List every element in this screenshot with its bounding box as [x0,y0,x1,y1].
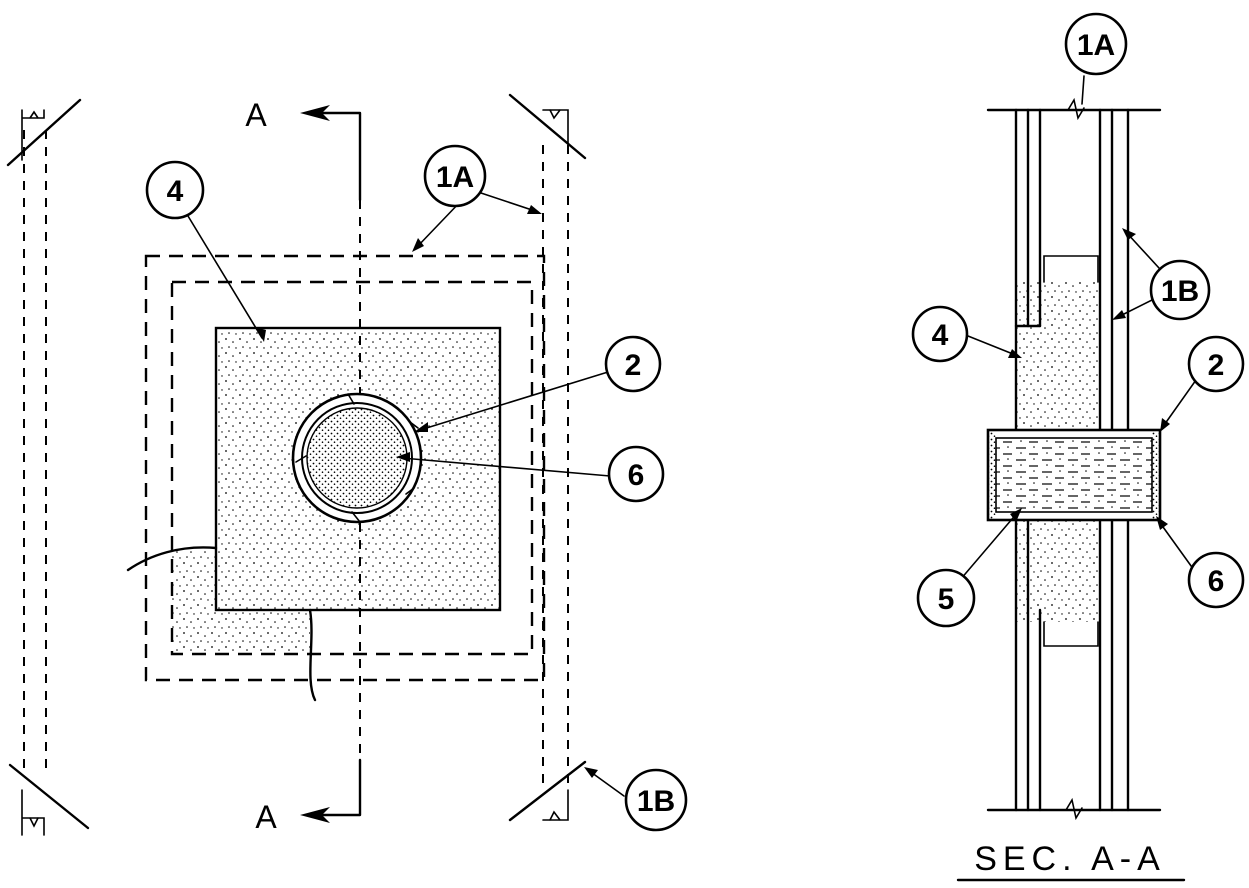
section-mark-top: A [245,97,267,133]
callout-plan-4: 4 [145,160,205,220]
section-mastic-upper [1016,282,1100,430]
callout-plan-1b: 1B [624,768,688,832]
callout-plan-6: 6 [607,445,665,503]
callout-sec-4: 4 [911,305,969,363]
svg-text:1A: 1A [1077,29,1115,62]
left-stud [6,98,90,836]
section-mark-bottom: A [255,799,277,835]
svg-text:1B: 1B [637,785,675,818]
callout-sec-1b: 1B [1149,259,1211,321]
inner-dashed-outline [170,280,534,656]
callout-plan-2: 2 [604,335,662,393]
svg-text:2: 2 [625,349,642,382]
callout-sec-2: 2 [1187,335,1245,393]
section-view: 1A 1B 4 2 5 6 SEC. A-A [911,12,1245,882]
svg-text:6: 6 [628,459,645,492]
callout-sec-6: 6 [1187,551,1245,609]
svg-text:2: 2 [1208,349,1225,382]
svg-text:5: 5 [938,583,955,616]
callout-plan-1a: 1A [423,144,487,208]
svg-text:1B: 1B [1161,275,1199,308]
pipe-penetrant [291,392,423,524]
outer-dashed-outline [144,254,546,682]
svg-text:4: 4 [167,175,184,208]
svg-text:6: 6 [1208,565,1225,598]
plan-view: A A 4 1A 2 6 1B [6,93,688,836]
callout-sec-1a: 1A [1064,12,1128,76]
section-pipe [986,428,1162,522]
section-title: SEC. A-A [974,840,1166,878]
right-stud [508,93,587,822]
fill-strip [172,550,310,654]
section-mastic-lower [1016,520,1100,622]
callout-sec-5: 5 [916,568,976,628]
svg-text:1A: 1A [436,161,474,194]
svg-text:4: 4 [932,319,949,352]
